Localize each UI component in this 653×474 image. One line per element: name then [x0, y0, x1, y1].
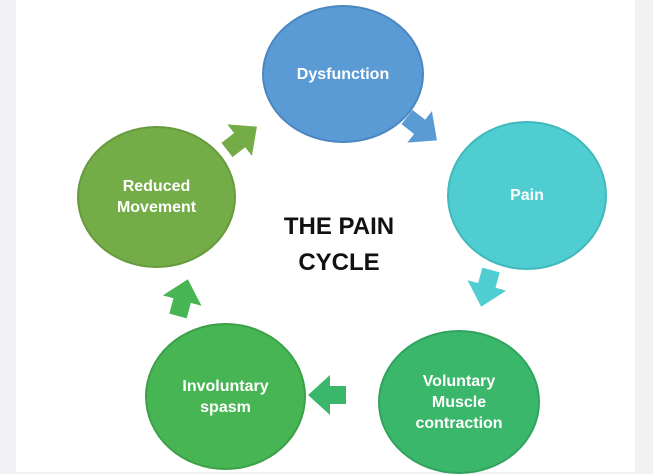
node-involuntary-label: Involuntary spasm [182, 377, 269, 416]
node-voluntary-label: Voluntary Muscle contraction [415, 372, 503, 432]
diagram-canvas: Dysfunction Pain Voluntary Muscle contra… [16, 0, 635, 474]
node-pain: Pain [447, 121, 607, 270]
cycle-arrows [162, 109, 507, 415]
arrow-pain-to-voluntary [467, 267, 507, 307]
diagram-title-text: THE PAIN CYCLE [283, 213, 395, 276]
node-reduced-label: Reduced Movement [116, 178, 197, 216]
node-dysfunction-label: Dysfunction [296, 65, 390, 83]
diagram-title: THE PAIN CYCLE [238, 209, 440, 281]
node-involuntary-spasm: Involuntary spasm [145, 323, 306, 470]
arrow-voluntary-to-involuntary [308, 375, 346, 415]
node-reduced-movement: Reduced Movement [77, 126, 236, 268]
arrow-dysfunction-to-pain [401, 109, 437, 143]
node-dysfunction: Dysfunction [262, 5, 424, 143]
node-pain-label: Pain [510, 187, 544, 204]
arrow-involuntary-to-reduced [162, 279, 202, 319]
arrow-reduced-to-dysfunction [221, 124, 257, 158]
node-voluntary-muscle-contraction: Voluntary Muscle contraction [378, 330, 540, 474]
